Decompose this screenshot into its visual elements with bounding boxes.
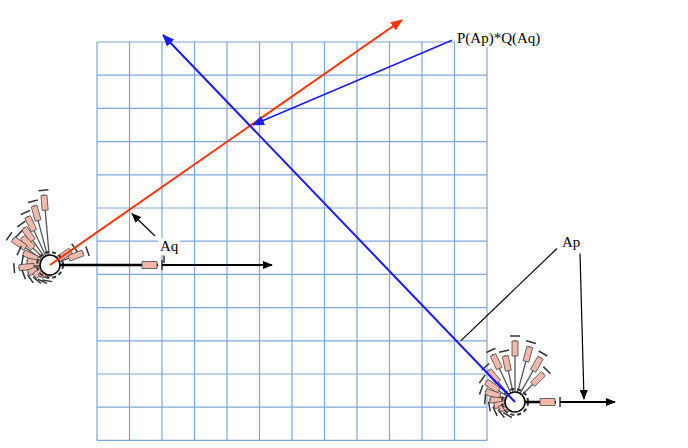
grid-line bbox=[97, 174, 487, 175]
needle-body bbox=[490, 354, 502, 370]
needle-cap bbox=[486, 348, 495, 352]
needle-cap bbox=[22, 255, 24, 265]
reference-arrow bbox=[162, 264, 272, 266]
needle-cap bbox=[17, 246, 21, 255]
leader-line bbox=[163, 256, 164, 264]
needle-cap bbox=[498, 410, 504, 418]
product-label: P(Ap)*Q(Aq) bbox=[455, 30, 542, 47]
needle-cap bbox=[484, 394, 486, 404]
needle-cap bbox=[15, 230, 22, 237]
leader-arrow bbox=[132, 214, 155, 236]
needle-symbol bbox=[60, 260, 162, 270]
needle-cap bbox=[21, 210, 30, 214]
leader-arrow bbox=[253, 40, 452, 125]
needle-cap bbox=[479, 375, 485, 383]
grid-line bbox=[97, 373, 487, 374]
needle-body bbox=[142, 262, 157, 269]
needle-cap bbox=[489, 402, 491, 412]
angle-label: Ap bbox=[560, 234, 582, 251]
needle-body bbox=[530, 356, 543, 372]
needle-body bbox=[523, 346, 533, 362]
needle-cap bbox=[493, 407, 497, 416]
needle-cap bbox=[86, 247, 89, 256]
needle-cap bbox=[543, 367, 550, 374]
needle-body bbox=[540, 399, 555, 406]
grid-line bbox=[97, 207, 487, 208]
needle-cap bbox=[38, 189, 48, 191]
needle-cap bbox=[526, 341, 536, 344]
ray-line bbox=[163, 35, 515, 402]
needle-body bbox=[512, 341, 518, 356]
ray-lines bbox=[50, 20, 615, 402]
angle-label: Aq bbox=[158, 238, 180, 255]
needle-cap bbox=[499, 350, 509, 352]
needle-symbol bbox=[518, 341, 536, 393]
needle-body bbox=[531, 372, 546, 387]
leader-line bbox=[461, 249, 557, 341]
grid-line bbox=[97, 141, 487, 142]
grid-line bbox=[97, 340, 487, 341]
grid-line bbox=[97, 241, 487, 242]
needle-cap bbox=[539, 351, 548, 356]
needle-body bbox=[41, 195, 48, 211]
grid-line bbox=[97, 440, 487, 441]
needle-cap bbox=[6, 232, 12, 240]
needle-cap bbox=[13, 263, 15, 273]
needle-cap bbox=[479, 385, 482, 394]
grid-line bbox=[97, 407, 487, 408]
grid-line bbox=[97, 75, 487, 76]
needle-cap bbox=[17, 221, 25, 227]
needle-body bbox=[11, 237, 27, 251]
needle-cap bbox=[42, 280, 52, 282]
needle-body bbox=[31, 205, 41, 221]
leader-arrow bbox=[580, 254, 584, 400]
grid-line bbox=[97, 274, 487, 275]
needle-cap bbox=[510, 335, 520, 337]
needle-symbol bbox=[525, 397, 560, 407]
needle-cap bbox=[27, 275, 33, 283]
needle-rosettes bbox=[6, 190, 560, 418]
needle-cap bbox=[22, 270, 25, 279]
grid bbox=[97, 42, 487, 440]
grid-line bbox=[97, 307, 487, 308]
grid-line bbox=[97, 41, 487, 42]
reference-arrow bbox=[560, 401, 615, 403]
needle-cap bbox=[28, 200, 38, 203]
needle-body bbox=[502, 355, 511, 371]
